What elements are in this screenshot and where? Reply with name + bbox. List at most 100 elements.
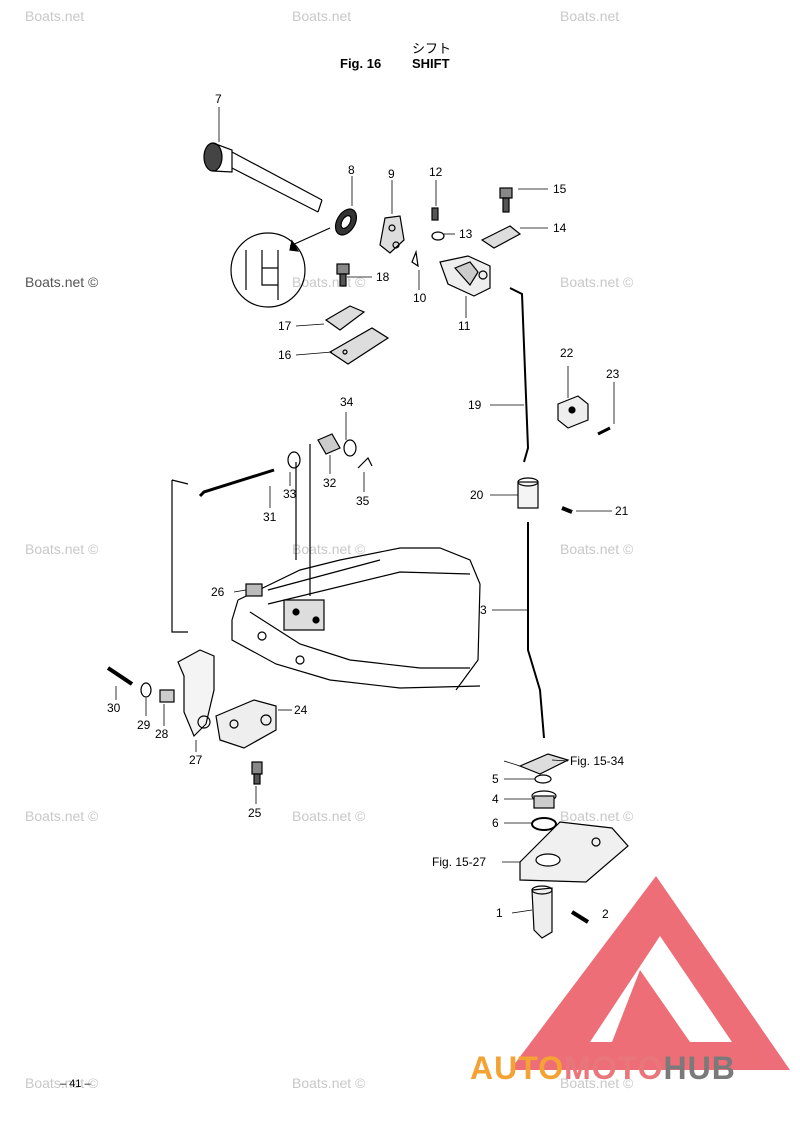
part-10-clip <box>411 249 419 268</box>
watermark: Boats.net <box>25 8 85 24</box>
watermark: Boats.net © <box>25 1075 99 1091</box>
part-19-shift-rod <box>509 287 530 463</box>
part-2-pin <box>570 910 590 924</box>
label-part-33: 33 <box>283 487 297 501</box>
part-33-collar <box>287 451 301 469</box>
brand-logo-triangle <box>510 876 790 1070</box>
part-6-o-ring <box>531 817 557 831</box>
part-18-bolt <box>336 263 350 287</box>
label-part-17: 17 <box>278 319 292 333</box>
label-part-18: 18 <box>376 270 390 284</box>
label-ref-fig-15-34: Fig. 15-34 <box>570 754 625 768</box>
watermark: Boats.net <box>292 8 352 24</box>
part-3-shift-rod <box>527 522 545 739</box>
label-ref-fig-15-27: Fig. 15-27 <box>432 855 487 869</box>
part-29-washer <box>140 682 152 698</box>
mount-bracket-body <box>231 547 481 691</box>
brand-part-auto: AUTO <box>470 1050 565 1086</box>
label-part-23: 23 <box>606 367 620 381</box>
label-part-11: 11 <box>458 319 471 333</box>
brand-part-moto: MOTO <box>564 1050 664 1086</box>
part-31-rod <box>198 468 275 498</box>
watermark: Boats.net <box>560 8 620 24</box>
label-part-4: 4 <box>492 792 499 806</box>
figure-title: SHIFT <box>412 56 450 71</box>
part-7-shift-shaft <box>203 142 323 213</box>
label-part-20: 20 <box>470 488 484 502</box>
label-part-34: 34 <box>340 395 354 409</box>
part-22-block <box>557 395 589 429</box>
part-32-bush <box>317 433 341 455</box>
watermark: Boats.net © <box>560 541 634 557</box>
watermark: Boats.net © <box>292 1075 366 1091</box>
label-part-8: 8 <box>348 163 355 177</box>
part-13-washer <box>431 231 445 241</box>
label-part-9: 9 <box>388 167 395 181</box>
label-part-32: 32 <box>323 476 337 490</box>
label-part-31: 31 <box>263 510 277 524</box>
title-japanese: シフト <box>412 41 452 56</box>
label-part-25: 25 <box>248 806 262 820</box>
label-part-35: 35 <box>356 494 370 508</box>
label-part-30: 30 <box>107 701 121 715</box>
label-part-10: 10 <box>413 291 427 305</box>
part-11-bracket <box>439 255 491 297</box>
watermark: Boats.net © <box>560 808 634 824</box>
part-30-bolt <box>106 666 134 686</box>
label-part-26: 26 <box>211 585 225 599</box>
part-17-plate <box>324 305 366 331</box>
leader-lines <box>295 444 311 596</box>
part-4-bushing <box>531 790 557 809</box>
label-part-28: 28 <box>155 727 169 741</box>
label-leaders <box>115 107 615 914</box>
part-8-oil-seal <box>334 208 358 236</box>
label-part-24: 24 <box>294 703 308 717</box>
page-number: – 41 – <box>60 1078 91 1090</box>
housing-fig-15-27 <box>519 821 629 883</box>
watermark: Boats.net © <box>560 1075 634 1091</box>
label-part-6: 6 <box>492 816 499 830</box>
part-5-plate <box>518 753 570 775</box>
part-24-bracket <box>215 699 277 749</box>
label-part-27: 27 <box>189 753 203 767</box>
part-15-bolt <box>499 187 513 213</box>
part-35-clip <box>357 456 373 469</box>
label-part-15: 15 <box>553 182 567 196</box>
part-34-washer <box>343 439 357 457</box>
part-23-screw <box>597 426 611 436</box>
watermark: Boats.net © <box>25 541 99 557</box>
label-part-14: 14 <box>553 221 567 235</box>
part-27-lever <box>177 649 215 738</box>
label-part-29: 29 <box>137 718 151 732</box>
watermark: Boats.net © <box>292 808 366 824</box>
label-part-1: 1 <box>496 906 503 920</box>
part-25-bolt <box>251 761 263 785</box>
detail-arrow <box>289 227 331 247</box>
part-16-plate <box>328 327 390 365</box>
figure-number: Fig. 16 <box>340 56 382 71</box>
watermark: Boats.net © <box>560 274 634 290</box>
part-26-nut <box>245 583 263 597</box>
label-part-19: 19 <box>468 398 482 412</box>
arrowhead <box>289 239 300 252</box>
brand-wordmark: AUTOMOTOHUB <box>470 1050 736 1087</box>
watermark: Boats.net © <box>25 808 99 824</box>
part-20-connector <box>517 477 539 509</box>
part-21-pin <box>561 506 573 514</box>
part-14-plate <box>480 225 522 249</box>
label-part-13: 13 <box>459 227 473 241</box>
part-1-shift-cam <box>531 885 553 939</box>
label-part-22: 22 <box>560 346 574 360</box>
label-part-5: 5 <box>492 772 499 786</box>
label-part-12: 12 <box>429 165 443 179</box>
part-12-screw <box>431 207 439 221</box>
part-9-lever <box>379 215 405 254</box>
leader-frame <box>171 479 189 633</box>
detail-circle <box>230 232 306 308</box>
label-part-2: 2 <box>602 907 609 921</box>
label-part-16: 16 <box>278 348 292 362</box>
watermark: Boats.net © <box>25 274 99 290</box>
label-part-3: 3 <box>480 603 487 617</box>
label-part-21: 21 <box>615 504 629 518</box>
